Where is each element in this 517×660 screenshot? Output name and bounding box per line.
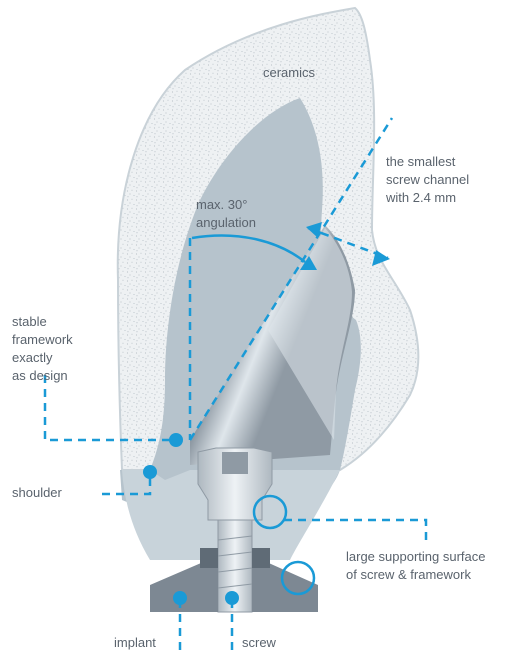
implant-dot xyxy=(173,591,187,605)
label-shoulder: shoulder xyxy=(12,484,62,502)
label-framework-line2: framework xyxy=(12,331,73,349)
implant-top-right xyxy=(252,548,270,568)
implant-top-left xyxy=(200,548,218,568)
label-screw-channel-line1: the smallest xyxy=(386,153,469,171)
screw-head-socket xyxy=(222,452,248,474)
label-screw-channel-line3: with 2.4 mm xyxy=(386,189,469,207)
label-framework-line1: stable xyxy=(12,313,73,331)
label-supporting-surface-line2: of screw & framework xyxy=(346,566,485,584)
label-angulation-line1: max. 30° xyxy=(196,196,256,214)
framework-dot xyxy=(169,433,183,447)
label-implant: implant xyxy=(114,634,156,652)
label-supporting-surface-line1: large supporting surface xyxy=(346,548,485,566)
label-angulation-line2: angulation xyxy=(196,214,256,232)
label-framework-line4: as design xyxy=(12,367,73,385)
label-ceramics: ceramics xyxy=(263,64,315,82)
label-framework-line3: exactly xyxy=(12,349,73,367)
label-screw-channel: the smallest screw channel with 2.4 mm xyxy=(386,153,469,207)
screw-dot xyxy=(225,591,239,605)
label-supporting-surface: large supporting surface of screw & fram… xyxy=(346,548,485,584)
label-framework: stable framework exactly as design xyxy=(12,313,73,385)
label-angulation: max. 30° angulation xyxy=(196,196,256,232)
label-screw: screw xyxy=(242,634,276,652)
shoulder-dot xyxy=(143,465,157,479)
label-screw-channel-line2: screw channel xyxy=(386,171,469,189)
